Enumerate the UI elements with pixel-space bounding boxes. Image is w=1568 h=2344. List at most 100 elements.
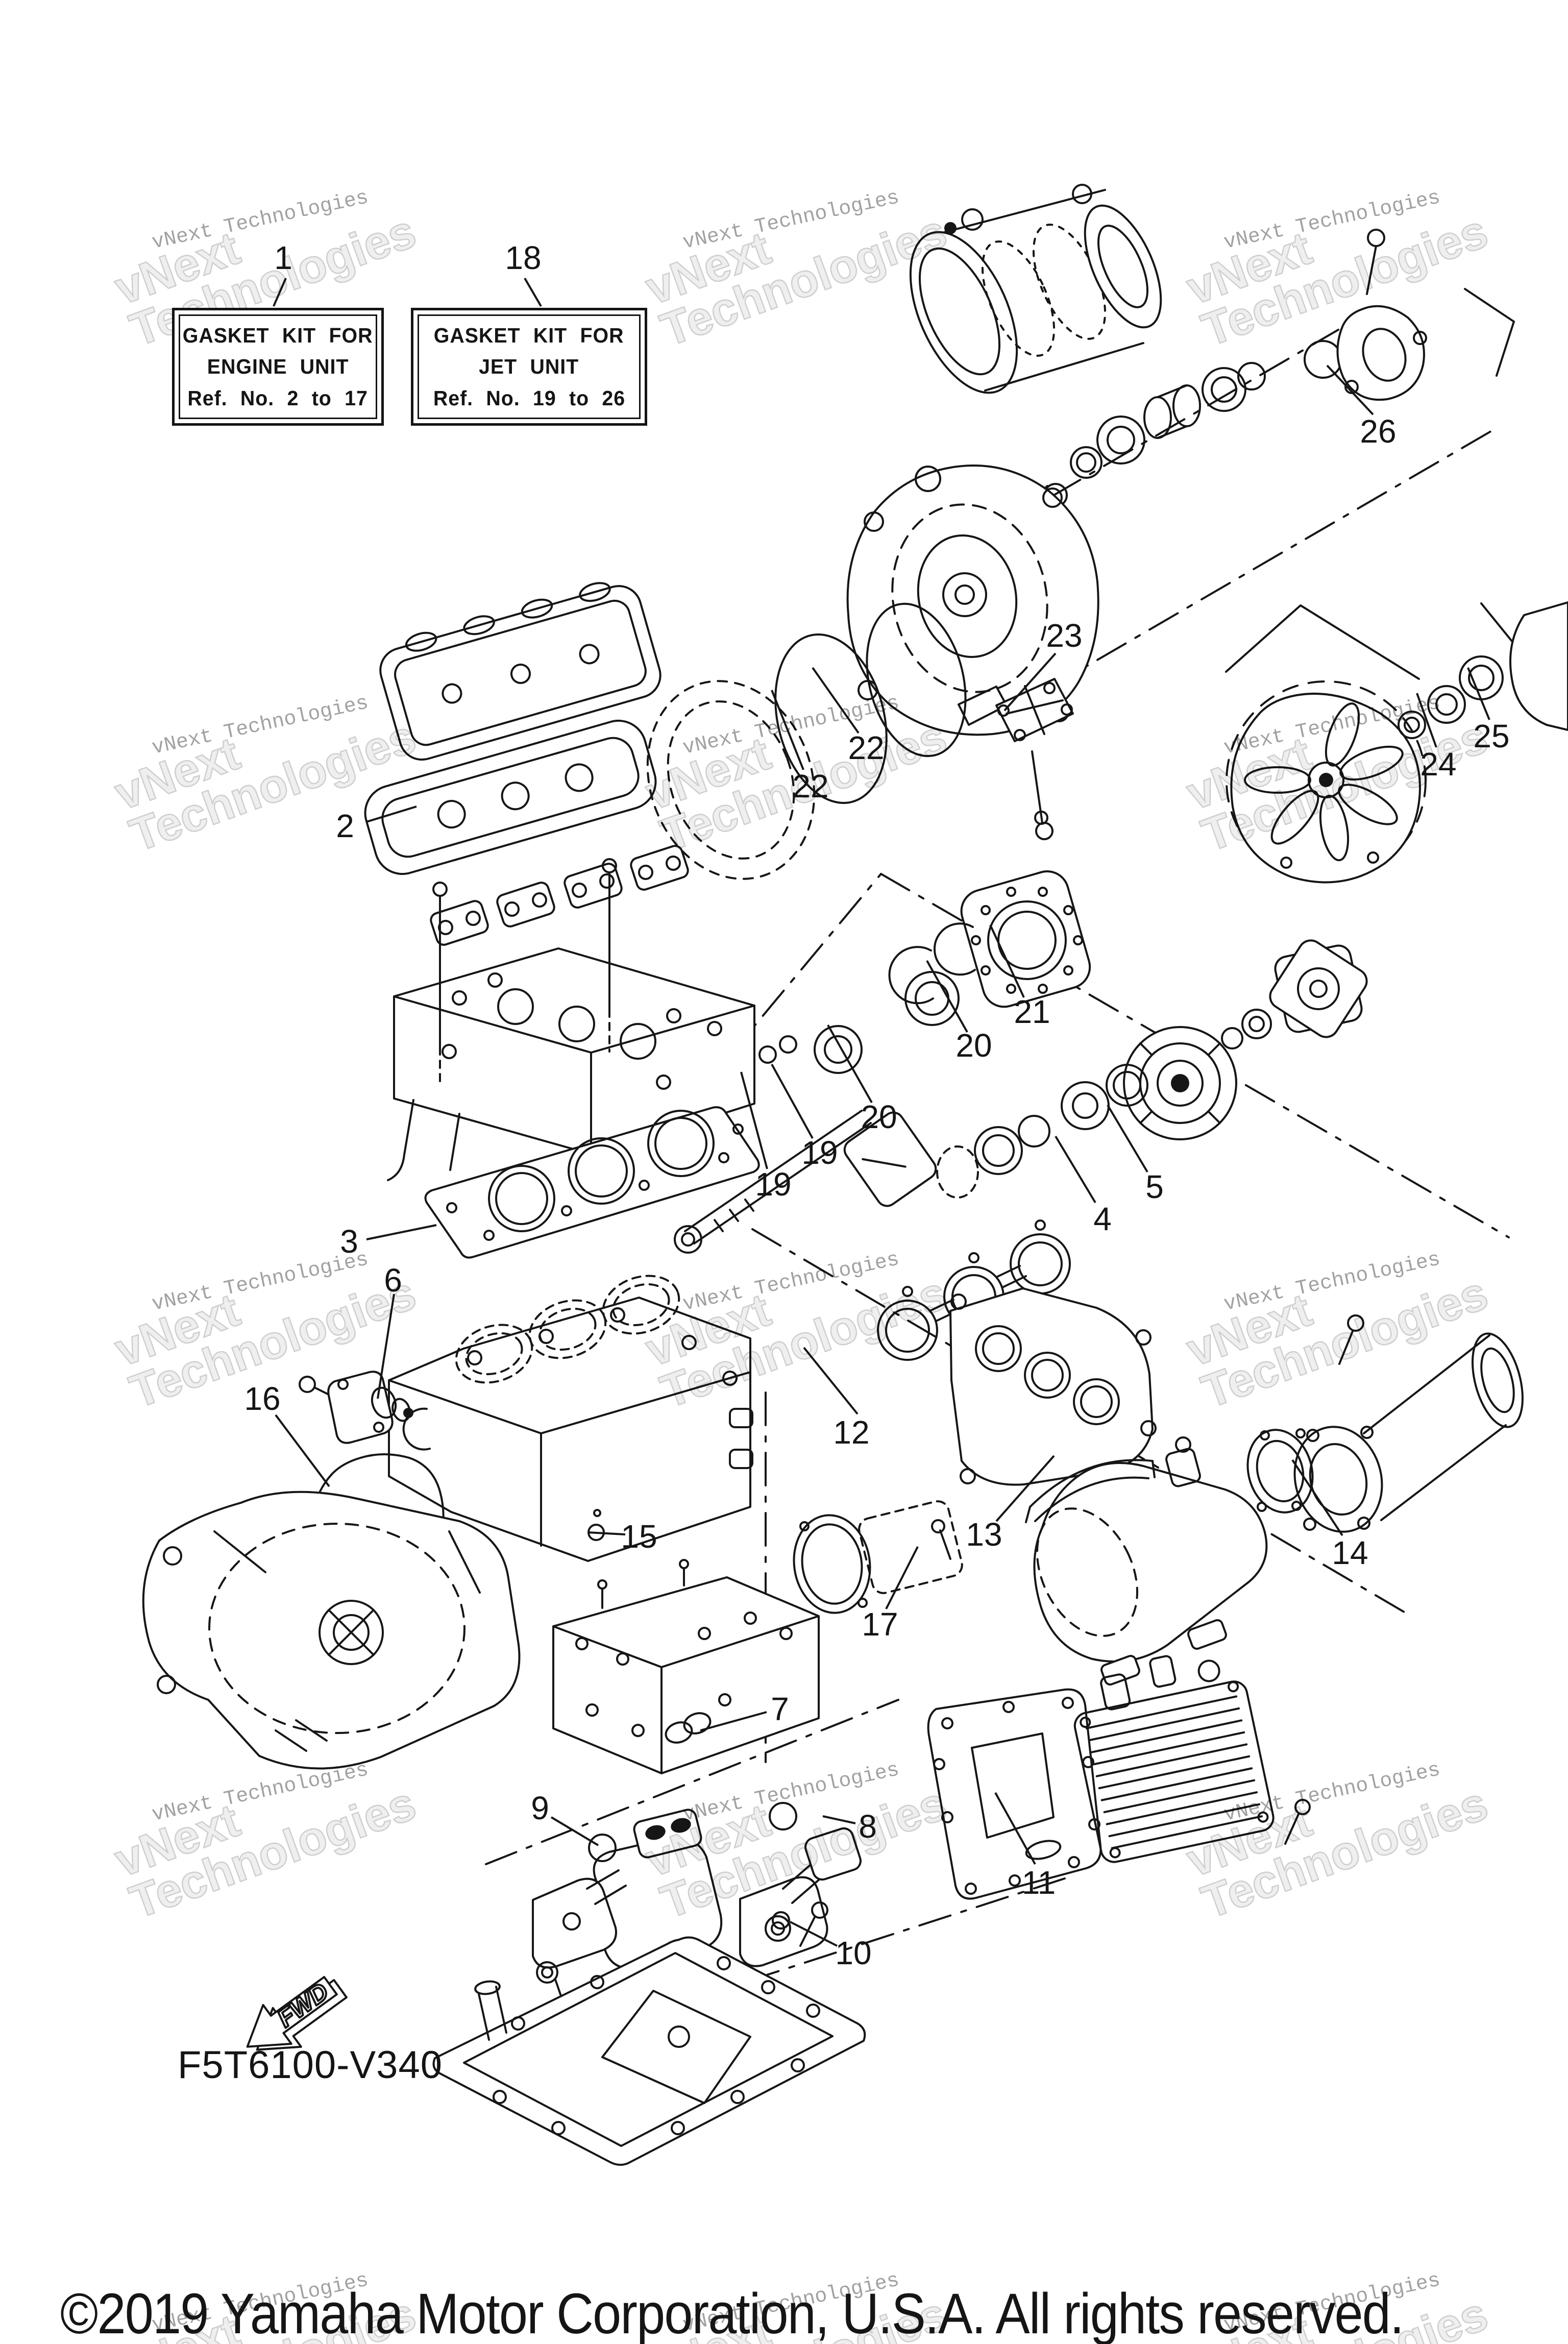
leader-line [1107,1104,1148,1173]
engine-gasket-kit-box: GASKET KIT FOR ENGINE UNIT Ref. No. 2 to… [172,308,384,426]
valve-cover-gasket-drawing [364,719,657,875]
leader-line [1326,364,1374,416]
engine-kit-line-1: GASKET KIT FOR [183,323,373,347]
leader-line [275,1414,330,1487]
breather-gasket-17-drawing [793,1500,963,1614]
callout-3: 3 [340,1223,358,1260]
leader-line [366,1224,437,1240]
leader-line [1003,652,1057,712]
leader-line [771,690,804,770]
leader-line [740,1071,768,1169]
head-gasket-drawing [424,1106,760,1259]
muffler-drawing [1033,1436,1268,1686]
callout-5: 5 [1145,1168,1164,1205]
leader-line [885,1546,919,1609]
callout-18: 18 [505,239,542,276]
driveshaft-mid-drawing [674,971,1148,1254]
frame-line [485,1699,899,1865]
leader-line [524,277,542,307]
leader-line [377,1293,395,1399]
leader-line [1291,1459,1343,1536]
leader-line [790,1921,838,1947]
callout-13: 13 [966,1516,1002,1553]
leader-line [822,1815,856,1824]
cooler-gasket-11-drawing [927,1688,1102,1900]
leader-line [1055,1135,1096,1204]
callout-11: 11 [1021,1864,1056,1901]
callout-24: 24 [1420,746,1457,783]
cam-caps-drawing [430,845,689,946]
leader-line [989,924,1025,998]
bearing-housing-drawing [960,870,1091,1008]
engine-kit-line-3: Ref. No. 2 to 17 [187,386,369,410]
jet-kit-line-2: JET UNIT [479,355,579,378]
callout-21: 21 [1014,993,1050,1030]
exhaust-manifold-drawing [949,1287,1157,1486]
callout-20: 20 [955,1027,992,1064]
small-orings-drawing [587,1509,797,1862]
sleeve-orings-22-drawing [774,602,967,804]
valve-cover-drawing [379,582,662,761]
pickup-flange-right-drawing [739,1827,862,2009]
frame-line [1480,602,1513,642]
oil-cooler-drawing [1073,1655,1311,1863]
leader-line [1416,693,1437,748]
leader-line [926,960,968,1033]
callout-25: 25 [1473,718,1510,754]
transom-housing-drawing [846,465,1099,736]
callout-23: 23 [1046,617,1083,654]
leader-line [587,1531,626,1535]
crankcase-drawing [552,1559,820,1774]
oil-pan-drawing [432,1901,866,2166]
callout-7: 7 [771,1691,789,1727]
callout-2: 2 [336,808,354,844]
callout-1: 1 [274,239,292,276]
diagram-part-code: F5T6100-V340 [178,2043,443,2087]
leader-line [994,1792,1036,1865]
callout-15: 15 [621,1518,657,1555]
callout-16: 16 [244,1380,281,1417]
leader-line [771,1064,814,1139]
callout-14: 14 [1332,1534,1368,1571]
leader-line [803,1347,859,1415]
callout-17: 17 [862,1606,898,1643]
callout-10: 10 [835,1935,872,1971]
callout-19: 19 [801,1134,838,1171]
head-bolts-drawing [432,858,617,1087]
impeller-housing-drawing [1226,601,1568,884]
cylinder-sleeve-drawing [646,680,816,880]
jet-kit-line-1: GASKET KIT FOR [434,323,624,347]
damper-wheel-drawing [1123,1026,1237,1140]
generator-cover-drawing [142,1491,521,1770]
leader-line [827,1024,873,1103]
leader-line [366,805,417,823]
copyright-line: ©2019 Yamaha Motor Corporation, U.S.A. A… [60,2282,1404,2344]
mount-plate-23-drawing [958,678,1074,840]
frame-line [1464,288,1515,377]
leader-line [995,1455,1055,1522]
frame-line [1044,429,1494,691]
muffler-gasket-13-drawing [1025,1459,1156,1523]
callout-12: 12 [833,1414,870,1451]
callout-4: 4 [1093,1201,1112,1237]
callout-9: 9 [531,1790,549,1826]
jet-gasket-kit-box: GASKET KIT FOR JET UNIT Ref. No. 19 to 2… [411,308,647,426]
leader-line [1467,667,1490,720]
callout-22: 22 [792,768,829,804]
callout-20: 20 [861,1098,897,1135]
leader-line [700,1711,767,1731]
callout-19: 19 [755,1166,792,1203]
cylinder-block-drawing [388,1275,753,1562]
engine-kit-line-2: ENGINE UNIT [207,355,349,378]
callout-22: 22 [848,729,885,766]
callout-6: 6 [384,1262,402,1299]
jet-pump-duct-drawing [909,184,1162,394]
cylinder-head-drawing [387,947,755,1181]
callout-8: 8 [859,1808,877,1845]
leader-line [273,278,287,307]
leader-line [550,1816,599,1846]
jet-kit-line-3: Ref. No. 19 to 26 [433,386,625,410]
